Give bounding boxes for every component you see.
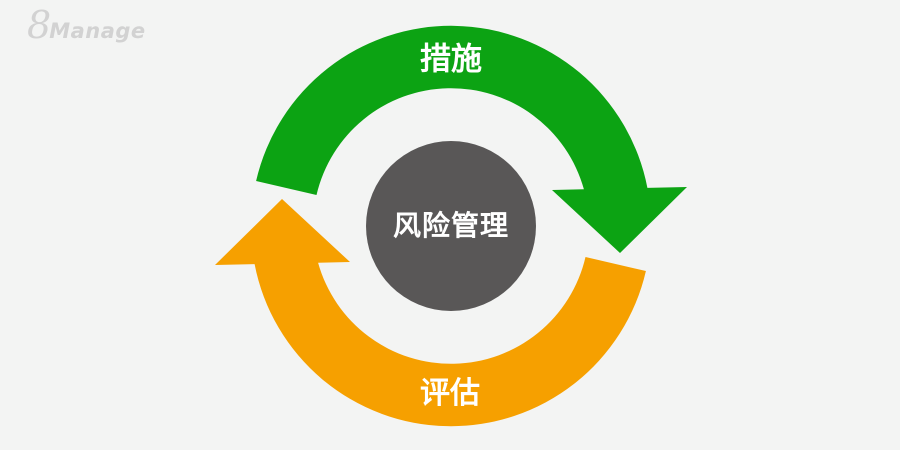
center-circle bbox=[366, 141, 536, 311]
green-arc-arrow bbox=[256, 25, 687, 253]
logo-wordmark: Manage bbox=[49, 19, 146, 43]
center-label: 风险管理 bbox=[392, 210, 510, 241]
orange-arc-arrow bbox=[215, 199, 646, 427]
bottom-arc-label: 评估 bbox=[420, 377, 480, 410]
logo-eight: 8 bbox=[27, 3, 51, 47]
top-arc-label: 措施 bbox=[420, 41, 482, 77]
